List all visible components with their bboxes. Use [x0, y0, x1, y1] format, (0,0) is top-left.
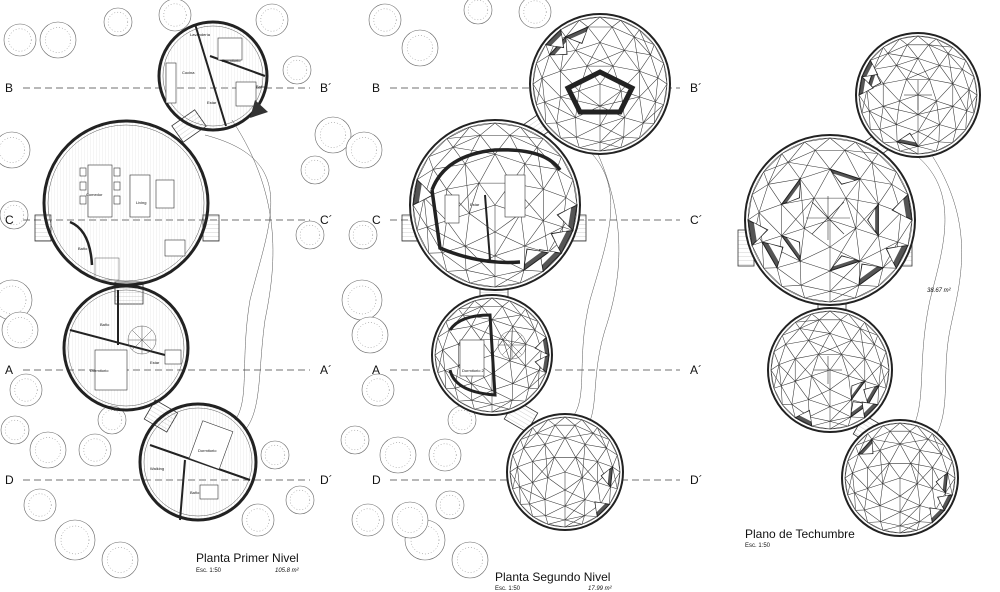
section-axis-label-left: C	[372, 213, 381, 227]
tree	[428, 438, 462, 472]
tree	[341, 279, 383, 321]
tree	[255, 3, 289, 37]
room-label: Walking	[150, 466, 164, 471]
section-axis-label-right: B´	[690, 81, 702, 95]
geodesic-dome	[506, 413, 624, 531]
tree	[78, 433, 112, 467]
section-axis-label-left: A	[5, 363, 13, 377]
room-label: Comedor	[86, 192, 103, 197]
tree	[1, 311, 39, 349]
scale-segundo-nivel: Esc. 1:50	[495, 586, 521, 592]
room-label: Baño	[256, 84, 266, 89]
tree	[54, 519, 96, 561]
tree	[300, 155, 330, 185]
section-axis-label-right: B´	[320, 81, 332, 95]
section-axis-label-left: B	[372, 81, 380, 95]
room-label: Dormitorio	[198, 448, 217, 453]
sheet-titles: Planta Primer Nivel Esc. 1:50 105.8 m² P…	[196, 288, 952, 592]
room-label: Living	[136, 200, 146, 205]
room-label: Dormitorio	[222, 58, 241, 63]
plan-primer-nivel: LavanderíaCocinaEstarDormitorioBañoComed…	[34, 20, 269, 522]
area-techumbre: 38.67 m²	[927, 288, 952, 294]
tree	[0, 200, 29, 230]
area-primer-nivel: 105.8 m²	[275, 568, 300, 574]
tree	[340, 425, 370, 455]
room-label: Estar	[207, 100, 217, 105]
title-techumbre: Plano de Techumbre	[745, 527, 855, 541]
geodesic-dome	[841, 419, 959, 537]
tree	[29, 431, 67, 469]
scale-primer-nivel: Esc. 1:50	[196, 568, 222, 574]
area-segundo-nivel: 17.99 m²	[588, 586, 613, 592]
tree	[97, 405, 127, 435]
tree	[295, 220, 325, 250]
room-label: Lavandería	[190, 32, 211, 37]
tree	[0, 131, 31, 169]
tree	[379, 436, 417, 474]
plan-techumbre	[737, 32, 981, 537]
tree	[260, 440, 290, 470]
title-segundo-nivel: Planta Segundo Nivel	[495, 570, 610, 584]
tree	[0, 415, 30, 445]
tree	[23, 488, 57, 522]
tree	[314, 116, 352, 154]
tree	[351, 503, 385, 537]
room-label: Baño	[190, 490, 200, 495]
section-axis-label-left: D	[5, 473, 14, 487]
tree	[103, 7, 133, 37]
tree	[101, 541, 139, 579]
section-axis-label-right: C´	[320, 213, 333, 227]
tree	[368, 3, 402, 37]
room-label: Dormitorio 2	[462, 368, 485, 373]
room-label: Cocina	[182, 70, 195, 75]
room-label: Baño	[100, 322, 110, 327]
vegetation-trees	[0, 0, 552, 579]
site-path-outlines	[204, 109, 962, 451]
tree	[351, 316, 389, 354]
section-axis-label-left: B	[5, 81, 13, 95]
room-label: Baño	[78, 246, 88, 251]
section-axis-label-left: C	[5, 213, 14, 227]
tree	[39, 21, 77, 59]
section-axis-label-right: C´	[690, 213, 703, 227]
section-axis-label-right: D´	[690, 473, 703, 487]
tree	[3, 23, 37, 57]
tree	[401, 29, 439, 67]
section-axis-label-right: D´	[320, 473, 333, 487]
tree	[9, 373, 43, 407]
tree	[463, 0, 493, 25]
section-axis-label-right: A´	[320, 363, 332, 377]
drain-arrows	[806, 80, 932, 384]
tree	[348, 220, 378, 250]
tree	[285, 485, 315, 515]
room-label: Dormitorio	[90, 368, 109, 373]
tree	[241, 503, 275, 537]
tree	[361, 373, 395, 407]
room-label: Estar	[150, 360, 160, 365]
section-axis-label-right: A´	[690, 363, 702, 377]
tree	[158, 0, 192, 32]
section-axis-label-left: D	[372, 473, 381, 487]
tree	[451, 541, 489, 579]
tree	[345, 131, 383, 169]
tree	[435, 490, 465, 520]
tree	[282, 55, 312, 85]
scale-techumbre: Esc. 1:50	[745, 543, 771, 549]
room-label: Estar	[470, 202, 480, 207]
tree	[391, 501, 429, 539]
tree	[518, 0, 552, 29]
geodesic-dome	[529, 13, 671, 155]
title-primer-nivel: Planta Primer Nivel	[196, 551, 299, 565]
section-axis-label-left: A	[372, 363, 380, 377]
